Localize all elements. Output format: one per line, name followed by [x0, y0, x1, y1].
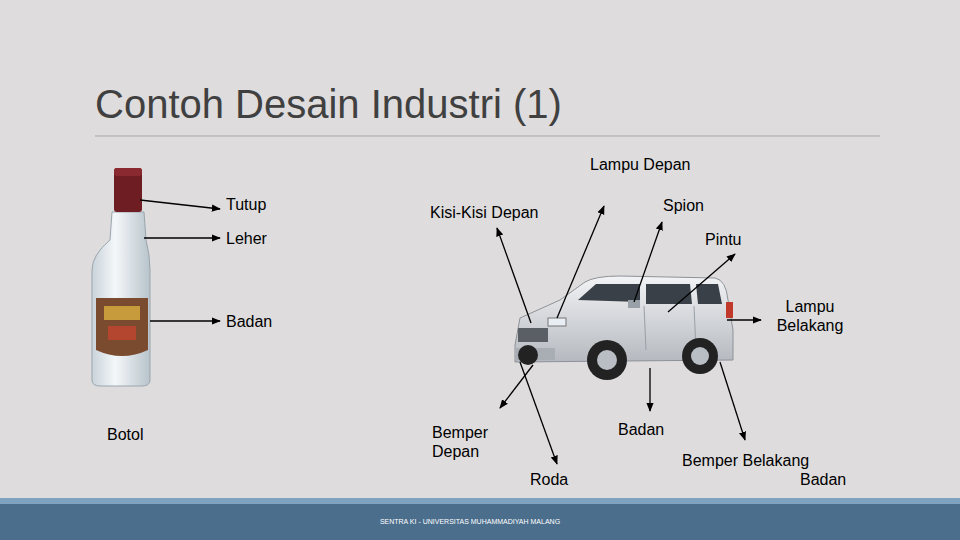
- car-illustration: [515, 276, 733, 380]
- part-label: Badan: [226, 312, 272, 331]
- part-label: Pintu: [705, 230, 741, 249]
- part-label: Tutup: [226, 195, 266, 214]
- part-label: Kisi-Kisi Depan: [430, 203, 538, 222]
- part-label: Badan: [800, 470, 846, 489]
- part-label: Botol: [107, 425, 143, 444]
- leader-lines: [140, 200, 761, 464]
- footer-text: SENTRA KI - UNIVERSITAS MUHAMMADIYAH MAL…: [0, 517, 940, 526]
- part-label: Bemper Depan: [432, 423, 512, 461]
- part-label: Lampu Depan: [590, 155, 691, 174]
- part-label: Badan: [618, 420, 664, 439]
- part-label: Leher: [226, 229, 267, 248]
- part-label: Bemper Belakang: [682, 451, 809, 470]
- slide-title: Contoh Desain Industri (1): [95, 80, 562, 128]
- part-label: Spion: [663, 196, 704, 215]
- part-label: Roda: [530, 470, 568, 489]
- part-label: Lampu Belakang: [768, 297, 852, 335]
